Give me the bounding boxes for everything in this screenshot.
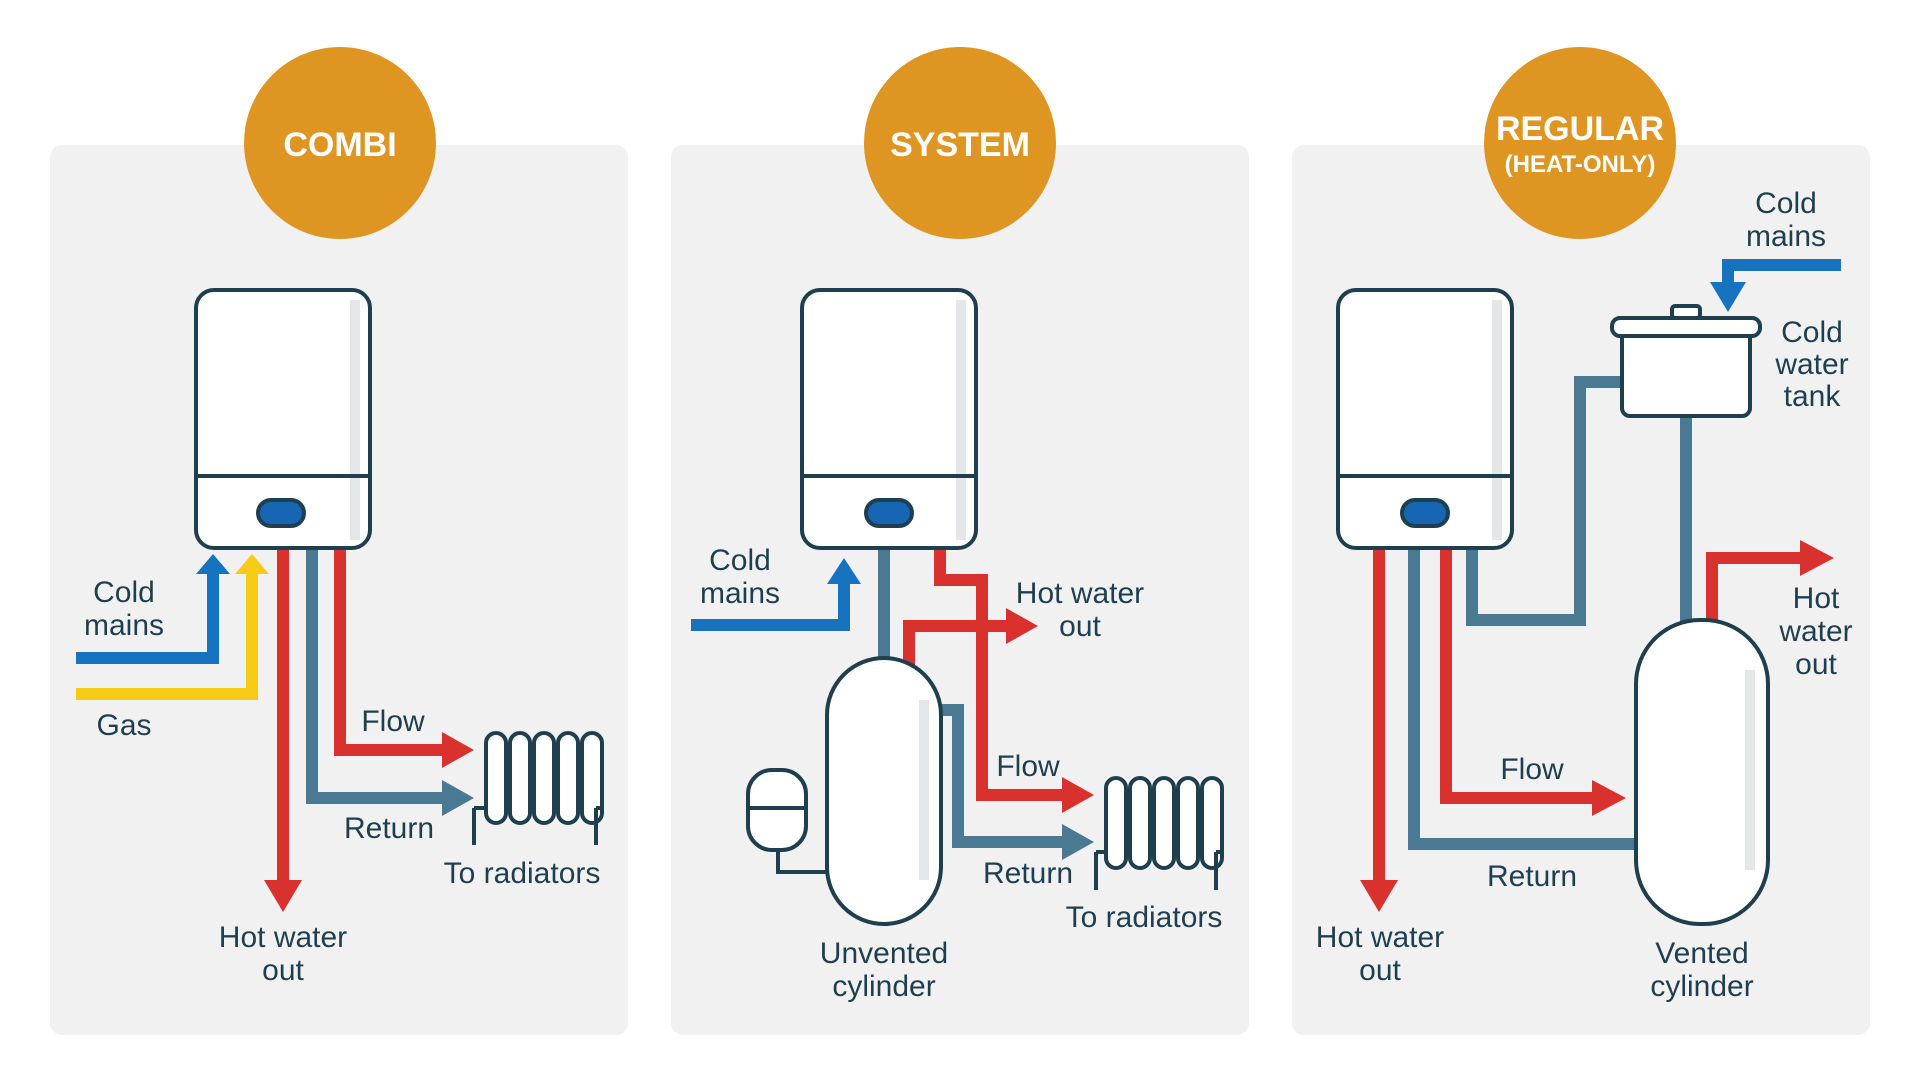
label-return: Return — [983, 857, 1073, 890]
panel-title: REGULAR — [1496, 110, 1664, 148]
label-cold-mains-line1: Cold — [1755, 187, 1817, 220]
boiler-to-tank-pipe — [1466, 376, 1620, 626]
label-cold-mains-line1: Cold — [93, 576, 155, 609]
label-cylinder-line1: Vented — [1655, 937, 1748, 970]
label-hot-water-out-right-line2: water — [1778, 615, 1852, 648]
radiator-icon — [1094, 776, 1224, 890]
label-hot-water-out-line2: out — [1059, 610, 1101, 643]
hot-water-out-arrowhead — [1006, 608, 1038, 644]
return-pipe — [306, 548, 445, 804]
boiler — [1336, 288, 1514, 550]
label-cylinder-line2: cylinder — [1650, 970, 1753, 1003]
label-flow: Flow — [361, 705, 425, 738]
expansion-vessel-icon — [746, 768, 830, 874]
label-cylinder-line2: cylinder — [832, 970, 935, 1003]
panel-combi: COMBI Cold mains Gas Flow Return To radi… — [50, 47, 628, 1035]
label-flow: Flow — [996, 750, 1060, 783]
label-hot-water-out-left-line1: Hot water — [1316, 921, 1444, 954]
label-flow: Flow — [1500, 753, 1564, 786]
flow-pipe — [334, 548, 445, 756]
radiator-icon — [472, 731, 604, 845]
label-hot-water-out-right-line3: out — [1795, 648, 1837, 681]
label-cold-mains-line2: mains — [700, 577, 780, 610]
flow-arrowhead — [1062, 777, 1094, 813]
cold-mains-arrowhead — [1710, 282, 1746, 312]
label-cylinder-line1: Unvented — [820, 937, 948, 970]
label-to-radiators: To radiators — [1066, 901, 1223, 934]
label-cold-mains-line1: Cold — [709, 544, 771, 577]
hot-water-out-arrowhead-right — [1800, 540, 1834, 576]
badge-regular — [1484, 47, 1676, 239]
boiler-button-icon — [1400, 498, 1450, 528]
cold-mains-pipe — [76, 570, 219, 664]
hot-water-out-pipe — [903, 620, 1008, 665]
panel-regular: REGULAR (HEAT-ONLY) Cold mains Cold wate… — [1292, 47, 1870, 1035]
label-return: Return — [1487, 860, 1577, 893]
hot-water-out-pipe-right — [1706, 552, 1802, 625]
return-pipe — [1408, 548, 1636, 850]
panel-subtitle: (HEAT-ONLY) — [1505, 151, 1656, 178]
flow-arrowhead — [1592, 780, 1626, 816]
label-tank-line1: Cold — [1781, 316, 1843, 349]
hot-water-out-arrowhead-left — [1360, 880, 1398, 912]
label-hot-water-out-left-line2: out — [1359, 954, 1401, 987]
cold-water-tank-icon — [1610, 304, 1762, 418]
cold-mains-arrowhead — [196, 554, 230, 574]
badge-combi — [244, 47, 436, 239]
cold-mains-pipe — [691, 580, 850, 631]
panel-title: SYSTEM — [890, 126, 1030, 164]
badge-system — [864, 47, 1056, 239]
cold-mains-pipe — [1722, 259, 1841, 285]
label-hot-water-out-right-line1: Hot — [1793, 582, 1840, 615]
unvented-cylinder — [825, 656, 943, 926]
label-tank-line2: water — [1774, 348, 1848, 381]
return-arrowhead — [1062, 824, 1094, 860]
label-hot-water-out-line2: out — [262, 954, 304, 987]
cold-mains-arrowhead — [827, 558, 861, 584]
label-cold-mains-line2: mains — [1746, 220, 1826, 253]
flow-pipe — [934, 548, 1064, 801]
label-to-radiators: To radiators — [444, 857, 601, 890]
return-arrowhead — [442, 780, 474, 816]
panel-system: SYSTEM Cold mains Hot water out Flow Ret… — [671, 47, 1249, 1035]
boiler-button-icon — [256, 498, 306, 528]
label-tank-line3: tank — [1784, 380, 1842, 413]
gas-pipe — [76, 570, 258, 700]
label-cold-mains-line2: mains — [84, 609, 164, 642]
hot-water-out-arrowhead — [264, 880, 302, 912]
return-pipe — [940, 704, 1064, 848]
flow-arrowhead — [442, 732, 474, 768]
boiler — [194, 288, 372, 550]
vented-cylinder — [1634, 618, 1770, 926]
label-gas: Gas — [96, 709, 151, 742]
label-hot-water-out-line1: Hot water — [1016, 577, 1144, 610]
label-return: Return — [344, 812, 434, 845]
flow-pipe — [1440, 548, 1592, 804]
gas-arrowhead — [235, 554, 269, 574]
label-hot-water-out-line1: Hot water — [219, 921, 347, 954]
boiler — [800, 288, 978, 550]
panel-title: COMBI — [283, 126, 396, 164]
boiler-button-icon — [864, 498, 914, 528]
